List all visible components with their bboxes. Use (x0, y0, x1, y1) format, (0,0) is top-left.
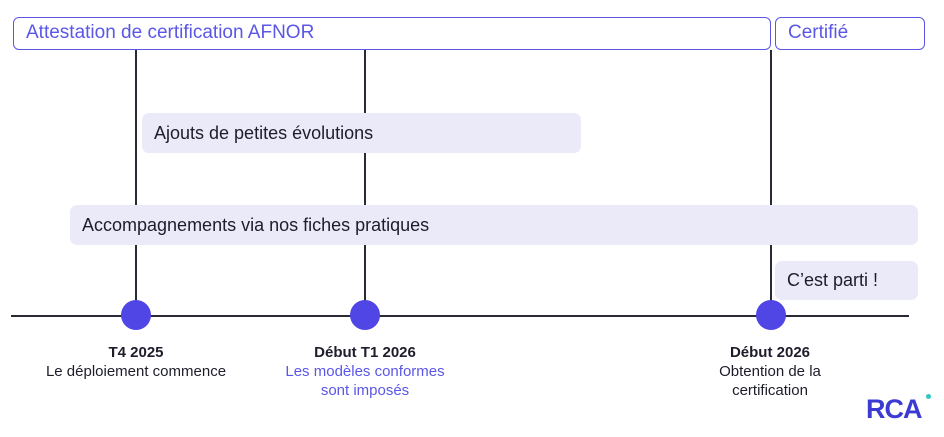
milestone-dot-t1-2026 (350, 300, 380, 330)
activity-bar-cest-parti: C’est parti ! (775, 261, 918, 300)
phase-attestation-label: Attestation de certification AFNOR (26, 22, 315, 43)
milestone-title: T4 2025 (108, 344, 164, 361)
milestone-line-t4-2025 (135, 50, 137, 302)
activity-label-cest-parti: C’est parti ! (787, 270, 879, 290)
phase-certified-bar: Certifié (775, 17, 925, 50)
milestone-line-t1-2026 (364, 50, 366, 302)
milestone-description: Obtention de la certification (719, 363, 821, 399)
milestone-t1-2026: Début T1 2026 Les modèles conformes sont… (270, 343, 460, 400)
milestone-debut-2026: Début 2026 Obtention de la certification (690, 343, 850, 400)
milestone-title: Début 2026 (729, 344, 811, 361)
logo-accent-dot-icon (926, 394, 931, 399)
phase-attestation-bar: Attestation de certification AFNOR (13, 17, 771, 50)
milestone-line-debut-2026 (770, 50, 772, 302)
milestone-description: Le déploiement commence (45, 363, 227, 380)
milestone-dot-debut-2026 (756, 300, 786, 330)
milestone-title: Début T1 2026 (314, 344, 416, 361)
timeline-axis (11, 315, 909, 317)
rca-logo: RCA (866, 394, 922, 424)
milestone-t4-2025: T4 2025 Le déploiement commence (26, 343, 246, 381)
milestone-dot-t4-2025 (121, 300, 151, 330)
activity-bar-evolutions: Ajouts de petites évolutions (142, 113, 581, 153)
phase-certified-label: Certifié (788, 22, 849, 43)
activity-label-evolutions: Ajouts de petites évolutions (154, 123, 374, 143)
milestone-description: Les modèles conformes sont imposés (285, 363, 445, 399)
activity-bar-accompagnements: Accompagnements via nos fiches pratiques (70, 205, 918, 245)
activity-label-accompagnements: Accompagnements via nos fiches pratiques (82, 215, 430, 235)
